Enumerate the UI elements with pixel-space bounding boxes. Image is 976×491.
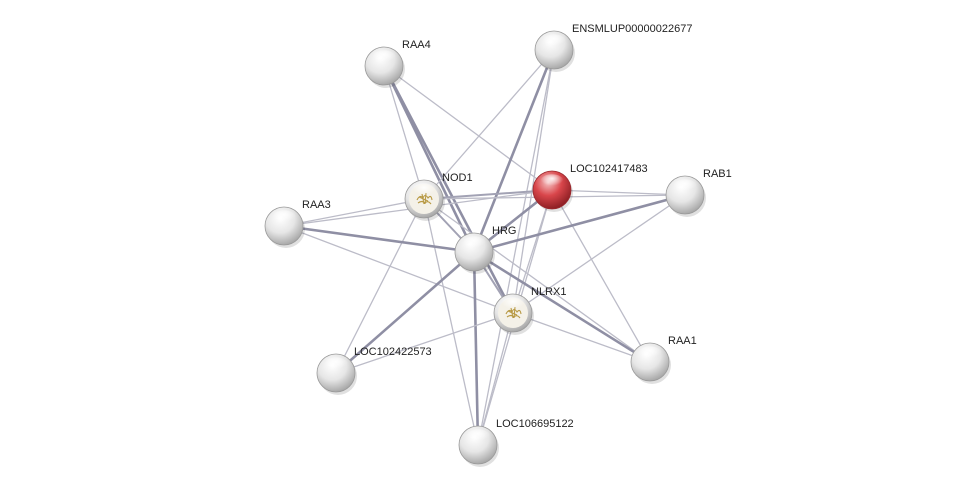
- node-label-loc102422573: LOC102422573: [354, 346, 432, 358]
- node-highlight: [673, 179, 697, 193]
- node-raa4[interactable]: RAA4: [365, 39, 431, 88]
- node-raa1[interactable]: RAA1: [631, 335, 697, 384]
- edge-rab1-hrg[interactable]: [474, 195, 685, 252]
- node-highlight: [412, 183, 436, 197]
- node-label-loc102417483: LOC102417483: [570, 163, 648, 175]
- node-highlight: [466, 429, 490, 443]
- node-rab1[interactable]: RAB1: [666, 168, 732, 217]
- node-label-raa4: RAA4: [402, 39, 431, 51]
- node-highlight: [540, 174, 564, 188]
- node-label-raa1: RAA1: [668, 335, 697, 347]
- node-label-nlrx1: NLRX1: [531, 286, 566, 298]
- node-label-hrg: HRG: [492, 225, 516, 237]
- edge-raa3-hrg[interactable]: [284, 226, 474, 252]
- node-loc102417483[interactable]: LOC102417483: [533, 163, 648, 212]
- node-ensmlup[interactable]: ENSMLUP00000022677: [535, 23, 692, 72]
- node-highlight: [462, 236, 486, 250]
- node-loc106695122[interactable]: LOC106695122: [459, 418, 574, 467]
- node-highlight: [272, 210, 296, 224]
- edge-nod1-raa1[interactable]: [424, 199, 650, 362]
- node-label-raa3: RAA3: [302, 199, 331, 211]
- node-highlight: [542, 34, 566, 48]
- node-label-rab1: RAB1: [703, 168, 732, 180]
- node-label-ensmlup: ENSMLUP00000022677: [572, 23, 692, 35]
- node-highlight: [638, 346, 662, 360]
- node-highlight: [501, 297, 525, 311]
- node-highlight: [372, 50, 396, 64]
- node-highlight: [324, 357, 348, 371]
- edge-nlrx1-loc102422573[interactable]: [336, 313, 513, 373]
- node-label-loc106695122: LOC106695122: [496, 418, 574, 430]
- node-label-nod1: NOD1: [442, 172, 473, 184]
- edge-hrg-loc106695122[interactable]: [474, 252, 478, 445]
- node-loc102422573[interactable]: LOC102422573: [317, 346, 432, 395]
